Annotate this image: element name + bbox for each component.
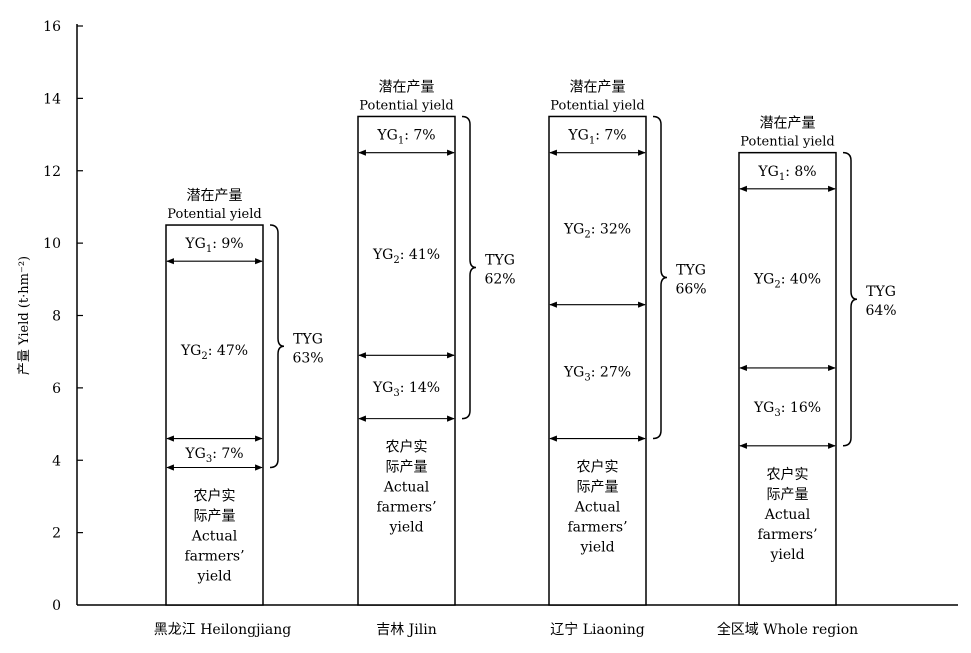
actual-yield-label: farmers’	[567, 520, 627, 536]
tyg-value: 66%	[675, 282, 706, 298]
tyg-value: 64%	[865, 303, 896, 319]
y-tick-label: 0	[52, 598, 61, 614]
potential-label-en: Potential yield	[359, 98, 453, 113]
gap-label: YG2: 47%	[180, 343, 248, 362]
y-tick-label: 6	[52, 381, 61, 397]
gap-label: YG3: 14%	[372, 380, 440, 399]
potential-label-en: Potential yield	[740, 135, 834, 150]
tyg-value: 62%	[484, 272, 515, 288]
gap-label: YG2: 40%	[753, 271, 821, 290]
tyg-label: TYG	[866, 284, 896, 300]
actual-yield-label: 农户实	[767, 466, 809, 483]
potential-label-cn: 潜在产量	[760, 116, 816, 132]
actual-yield-label: 农户实	[194, 487, 236, 504]
bar-group: YG1: 7% YG2: 41% YG3: 14% 潜在产量 Potential yie…	[357, 79, 516, 638]
chart-bars: YG1: 9% YG2: 47% YG3: 7% 潜在产量 Potential yiel…	[154, 79, 897, 638]
bar-outline	[165, 224, 264, 606]
y-tick-label: 4	[52, 453, 61, 469]
tyg-value: 63%	[292, 350, 323, 366]
y-tick-label: 14	[43, 91, 61, 107]
x-category-label: 吉林 Jilin	[376, 622, 437, 638]
actual-yield-label: 际产量	[767, 487, 809, 503]
potential-label-cn: 潜在产量	[187, 188, 243, 204]
actual-yield-label: farmers’	[376, 500, 436, 516]
gap-label: YG1: 7%	[376, 128, 435, 147]
x-category-label: 全区域 Whole region	[717, 621, 858, 638]
potential-label-cn: 潜在产量	[570, 79, 626, 95]
tyg-brace	[842, 151, 858, 447]
actual-yield-label: yield	[769, 547, 804, 563]
bar-group: YG1: 8% YG2: 40% YG3: 16% 潜在产量 Potential yie…	[717, 116, 897, 638]
y-axis-label: 产量 Yield (t·hm⁻²)	[17, 256, 32, 375]
y-tick-label: 12	[43, 164, 61, 180]
tyg-brace	[652, 115, 668, 440]
gap-label: YG1: 7%	[567, 128, 626, 147]
tyg-brace	[461, 115, 477, 420]
gap-label: YG3: 7%	[184, 446, 243, 465]
y-tick-label: 8	[52, 309, 61, 325]
potential-label-cn: 潜在产量	[379, 79, 435, 95]
tyg-label: TYG	[676, 263, 706, 279]
potential-label-en: Potential yield	[550, 98, 644, 113]
actual-yield-label: Actual	[764, 507, 811, 523]
actual-yield-label: farmers’	[184, 548, 244, 564]
bar-group: YG1: 9% YG2: 47% YG3: 7% 潜在产量 Potential yiel…	[154, 188, 324, 638]
y-tick-label: 16	[43, 19, 61, 35]
y-tick-label: 2	[52, 526, 61, 542]
gap-label: YG1: 9%	[184, 236, 243, 255]
actual-yield-label: Actual	[383, 480, 430, 496]
gap-label: YG2: 32%	[563, 222, 631, 241]
gap-label: YG3: 16%	[753, 400, 821, 419]
gap-label: YG2: 41%	[372, 247, 440, 266]
tyg-brace	[269, 224, 285, 469]
actual-yield-label: yield	[579, 540, 614, 556]
gap-label: YG3: 27%	[563, 365, 631, 384]
actual-yield-label: Actual	[574, 500, 621, 516]
x-category-label: 黑龙江 Heilongjiang	[154, 622, 291, 638]
actual-yield-label: 际产量	[194, 508, 236, 524]
actual-yield-label: yield	[196, 568, 231, 584]
x-category-label: 辽宁 Liaoning	[550, 621, 645, 638]
tyg-label: TYG	[485, 253, 515, 269]
gap-label: YG1: 8%	[757, 164, 816, 183]
tyg-label: TYG	[293, 331, 323, 347]
actual-yield-label: Actual	[191, 528, 238, 544]
actual-yield-label: 农户实	[577, 459, 619, 476]
actual-yield-label: farmers’	[757, 527, 817, 543]
bar-outline	[548, 115, 647, 606]
bar-outline	[357, 115, 456, 606]
actual-yield-label: 际产量	[577, 480, 619, 496]
bar-outline	[738, 151, 837, 606]
actual-yield-label: 际产量	[386, 460, 428, 476]
bar-group: YG1: 7% YG2: 32% YG3: 27% 潜在产量 Potential yie…	[548, 79, 707, 638]
actual-yield-label: yield	[388, 520, 423, 536]
actual-yield-label: 农户实	[386, 439, 428, 456]
y-tick-label: 10	[43, 236, 61, 252]
potential-label-en: Potential yield	[167, 207, 261, 222]
